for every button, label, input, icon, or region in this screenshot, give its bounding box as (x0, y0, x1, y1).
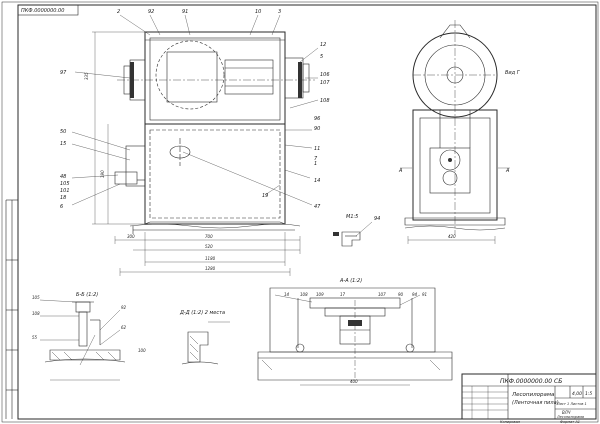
detail-label-105: 105 (32, 295, 40, 300)
footer-format: Формат А1 (560, 420, 580, 424)
section-bb (39, 299, 126, 381)
dim-400: 400 (350, 379, 358, 384)
balloon-47: 47 (314, 204, 321, 210)
dim-700: 700 (205, 234, 213, 239)
detail-label-108: 108 (32, 311, 40, 316)
wave-ground-lines (129, 223, 506, 231)
titleblock-org-1: ВЛЧ (562, 410, 571, 415)
balloon-96: 96 (314, 116, 320, 122)
balloon-5: 5 (320, 54, 323, 60)
footer-copied: Копировал (500, 420, 521, 424)
filled-parts (130, 62, 452, 326)
titleblock-title-1: Лесопилорама (511, 392, 555, 398)
detail-label-90: 90 (398, 292, 404, 297)
front-view (114, 31, 315, 234)
detail-label-91: 91 (422, 292, 427, 297)
balloon-105: 105 (60, 181, 70, 187)
balloon-14: 14 (314, 178, 320, 184)
detail-label-92: 92 (121, 305, 127, 310)
small-detail-view (341, 221, 373, 247)
balloon-19: 19 (262, 193, 268, 199)
balloon-10: 10 (255, 9, 261, 15)
sheet-frame-inner (17, 4, 597, 420)
arrow-a-left: А (398, 168, 403, 174)
leader-lines (71, 14, 319, 206)
balloon-2: 2 (117, 9, 120, 15)
balloon-50: 50 (60, 129, 66, 135)
top-code-box (17, 4, 79, 16)
titleblock-org-2: Лесопилорама (556, 415, 584, 419)
section-aa (257, 287, 453, 386)
detail-label-55: 55 (32, 335, 38, 340)
section-dd (181, 321, 230, 365)
balloon-101: 101 (60, 188, 70, 194)
balloon-18: 18 (60, 195, 66, 201)
dim-520: 520 (205, 244, 213, 249)
titleblock-sheet: Лист 1 Листов 1 (556, 402, 587, 406)
detail-label-109: 109 (316, 292, 324, 297)
detail-label-62: 62 (121, 325, 127, 330)
balloon-108: 108 (320, 98, 330, 104)
dim-1280: 1280 (205, 266, 216, 271)
balloon-1: 1 (314, 161, 317, 167)
section-bb-label: Б-Б (1:2) (76, 292, 98, 298)
detail-label-94: 94 (412, 292, 418, 297)
section-aa-label: А-А (1:2) (339, 278, 362, 284)
side-view (400, 20, 510, 244)
balloon-11: 11 (314, 146, 320, 152)
balloon-94: 94 (374, 216, 380, 222)
balloon-15: 15 (60, 141, 66, 147)
balloon-106: 106 (320, 72, 330, 78)
balloon-48: 48 (60, 174, 66, 180)
balloon-107: 107 (320, 80, 330, 86)
dim-300: 300 (127, 234, 135, 239)
balloon-7: 7 (314, 156, 318, 162)
top-drawing-code: ПКФ.0000000.00 (21, 8, 64, 14)
balloon-97: 97 (60, 70, 67, 76)
balloon-92: 92 (148, 9, 154, 15)
titleblock-scale: 1:5 (585, 391, 592, 397)
detail-label-17: 17 (340, 292, 346, 297)
balloon-90: 90 (314, 126, 320, 132)
detail-label-14: 14 (284, 292, 290, 297)
balloon-6: 6 (60, 204, 63, 210)
titleblock-title-2: (Ленточная пила) (512, 400, 559, 406)
left-margin-strip (5, 199, 18, 419)
dim-1180: 1180 (205, 256, 216, 261)
detail-label-100: 100 (138, 348, 146, 353)
view-g-label: Вид Г (505, 70, 521, 76)
balloon-3: 3 (278, 9, 281, 15)
dim-335: 335 (84, 72, 89, 80)
detail-label-107: 107 (378, 292, 386, 297)
view-m-label: М1:5 (346, 214, 358, 220)
titleblock-code: ПКФ.0000000.00 СБ (500, 378, 562, 385)
detail-label-108b: 108 (300, 292, 308, 297)
hatching (51, 335, 441, 371)
title-block-lines (461, 373, 597, 420)
titleblock-mass: 4,00 (572, 391, 582, 397)
section-dd-label: Д-Д (1:2) 2 места (179, 310, 225, 316)
dim-420: 420 (448, 234, 456, 239)
arrow-a-right: А (505, 168, 510, 174)
balloon-91: 91 (182, 9, 188, 15)
front-view-dimensions (92, 31, 301, 276)
dim-190: 190 (100, 170, 105, 178)
balloon-12: 12 (320, 42, 326, 48)
